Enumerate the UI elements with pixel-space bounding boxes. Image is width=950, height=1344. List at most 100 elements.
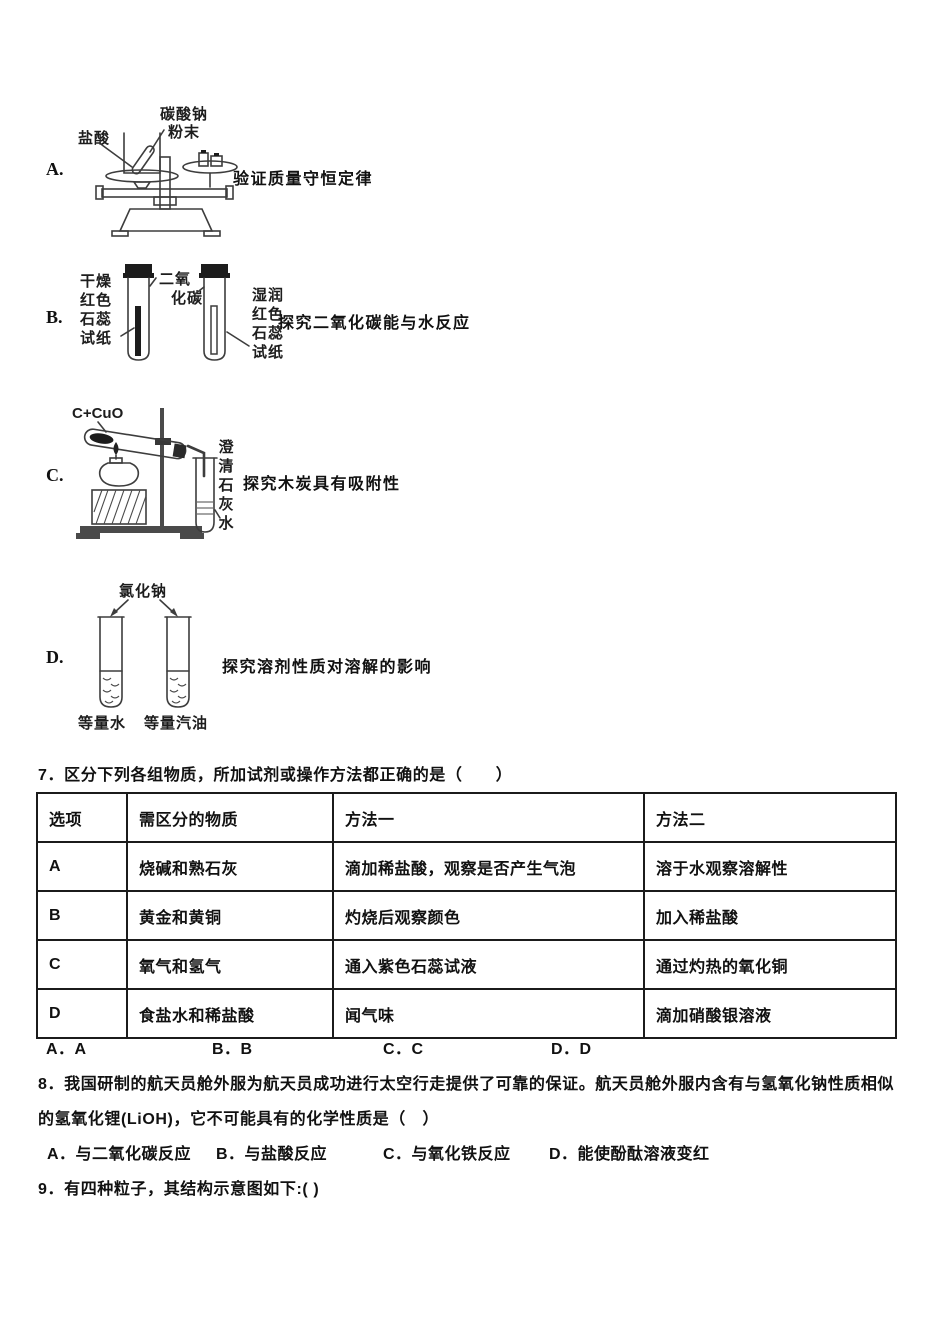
paper-label: 试纸	[252, 343, 284, 361]
litmus-strip	[210, 305, 218, 355]
cell-option: A	[36, 841, 128, 892]
dry-label: 干燥	[80, 273, 112, 290]
charcoal-reduction-diagram: C+CuO 澄	[72, 405, 234, 539]
cell-substances: 食盐水和稀盐酸	[126, 988, 334, 1039]
sodium-carbonate-label: 碳酸钠	[160, 105, 208, 123]
moist-label: 湿润	[252, 286, 284, 304]
arrows	[110, 599, 178, 617]
q7-table: 选项 需区分的物质 方法一 方法二 A 烧碱和熟石灰 滴加稀盐酸，观察是否产生气…	[36, 792, 897, 1039]
co2-label-2: 化碳	[171, 289, 203, 307]
svg-text:灰: 灰	[218, 495, 233, 513]
pointer-line	[120, 327, 135, 337]
test-tube	[203, 277, 226, 361]
left-label: 干燥 红色 石蕊 试纸	[79, 273, 112, 347]
hydrochloric-acid-label: 盐酸	[78, 129, 110, 147]
option-a-letter: A.	[46, 159, 64, 179]
tilted-test-tube	[131, 145, 155, 175]
small-test-tube	[195, 457, 215, 533]
option-c-letter: C.	[46, 465, 64, 485]
reaction-tube	[83, 428, 187, 460]
stopper	[125, 264, 152, 274]
option-b-caption: 探究二氧化碳能与水反应	[278, 315, 471, 332]
red-label: 红色	[80, 291, 112, 309]
support-block	[91, 489, 147, 525]
balance-scale-diagram: 碳酸钠 粉末 盐酸	[78, 105, 238, 237]
table-header-row: 选项 需区分的物质 方法一 方法二	[36, 792, 897, 843]
stopper	[201, 264, 228, 274]
flame	[113, 442, 119, 455]
powder-label: 粉末	[168, 123, 200, 141]
pointer-line	[101, 144, 133, 168]
stand-base	[80, 526, 202, 533]
beam	[101, 188, 228, 198]
weight	[198, 152, 209, 167]
col-header-option: 选项	[36, 792, 128, 843]
question-9-text: 9．有四种粒子，其结构示意图如下:( )	[38, 1181, 320, 1198]
cell-method2: 溶于水观察溶解性	[643, 841, 897, 892]
litmus-strip	[135, 306, 141, 356]
right-label: 湿润 红色 石蕊 试纸	[120, 286, 284, 361]
pillar	[159, 156, 171, 210]
left-pan	[105, 169, 179, 183]
pointer-line	[149, 129, 165, 153]
cell-method1: 滴加稀盐酸，观察是否产生气泡	[332, 841, 645, 892]
pointer-line	[149, 277, 157, 287]
c-cuo-powder	[89, 433, 114, 444]
choice-c: C．与氧化铁反应	[383, 1146, 511, 1163]
liquid-texture	[102, 677, 120, 704]
right-pan	[182, 160, 238, 174]
svg-text:水: 水	[218, 514, 234, 532]
choice-a: A．与二氧化碳反应	[47, 1146, 192, 1163]
col-header-substances: 需区分的物质	[126, 792, 334, 843]
gasoline-tube	[164, 616, 192, 708]
cell-method1: 灼烧后观察颜色	[332, 890, 645, 941]
tube-2	[199, 264, 230, 361]
liquid-texture	[169, 677, 187, 704]
base	[118, 208, 214, 232]
equal-water-label: 等量水	[78, 714, 126, 732]
cell-method1: 通入紫色石蕊试液	[332, 939, 645, 990]
cell-option: C	[36, 939, 128, 990]
table-row: B 黄金和黄铜 灼烧后观察颜色 加入稀盐酸	[36, 890, 897, 941]
answer-d: D．D	[551, 1041, 592, 1058]
litmus-test-tubes-diagram: 干燥 红色 石蕊 试纸 二氧 化碳 湿润 红色 石蕊 试纸	[79, 264, 283, 361]
scale-plate	[153, 196, 177, 206]
option-d-letter: D.	[46, 647, 64, 667]
question-8-line2: 的氢氧化锂(LiOH)，它不可能具有的化学性质是（ ）	[38, 1111, 440, 1128]
table-row: C 氧气和氢气 通入紫色石蕊试液 通过灼热的氧化铜	[36, 939, 897, 990]
litmus-label: 石蕊	[79, 310, 112, 328]
paper-label: 试纸	[80, 329, 112, 347]
cell-option: B	[36, 890, 128, 941]
cell-method2: 滴加硝酸银溶液	[643, 988, 897, 1039]
cell-option: D	[36, 988, 128, 1039]
red-label: 红色	[252, 305, 284, 323]
choice-d: D．能使酚酞溶液变红	[549, 1146, 710, 1163]
test-tube	[166, 616, 190, 708]
answer-b: B．B	[212, 1041, 253, 1058]
option-d-caption: 探究溶剂性质对溶解的影响	[222, 659, 433, 676]
sodium-chloride-label: 氯化钠	[119, 582, 167, 600]
limewater	[197, 501, 213, 515]
svg-text:澄: 澄	[218, 438, 234, 456]
mid-label: 二氧 化碳	[149, 270, 205, 307]
delivery-tube	[186, 444, 206, 478]
choice-b: B．与盐酸反应	[216, 1146, 328, 1163]
svg-text:清: 清	[218, 457, 233, 475]
beaker	[123, 132, 161, 174]
option-a-caption: 验证质量守恒定律	[233, 171, 374, 188]
col-header-method1: 方法一	[332, 792, 645, 843]
balance-labels: 碳酸钠 粉末 盐酸	[78, 105, 208, 168]
tube-1	[123, 264, 154, 361]
lamp-body	[98, 462, 140, 487]
pointer-line	[214, 509, 221, 519]
cell-method2: 加入稀盐酸	[643, 890, 897, 941]
litmus-label: 石蕊	[251, 324, 284, 342]
alcohol-lamp	[98, 442, 140, 487]
stopper	[172, 443, 187, 459]
test-tube	[127, 277, 150, 361]
limewater-tube	[192, 457, 218, 533]
balance-drawing	[95, 132, 238, 237]
cell-substances: 黄金和黄铜	[126, 890, 334, 941]
co2-label-1: 二氧	[159, 270, 191, 288]
